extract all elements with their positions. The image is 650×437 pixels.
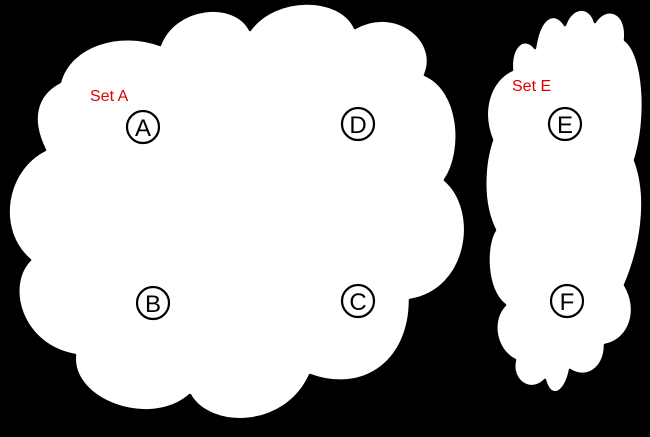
node-c: C [340, 283, 376, 319]
node-d-circle [340, 106, 376, 142]
node-f-circle [549, 283, 585, 319]
node-f-label: F [560, 289, 575, 316]
node-f: F [549, 283, 585, 319]
node-a-label: A [135, 115, 151, 142]
set-label-e: Set E [512, 78, 551, 95]
node-b-label: B [145, 291, 161, 318]
node-c-circle [340, 283, 376, 319]
node-e-label: E [557, 112, 573, 139]
node-a-circle [125, 109, 161, 145]
cloud-shape-set-e [484, 8, 645, 394]
node-b-circle [135, 285, 171, 321]
cloud-set-a [7, 2, 467, 421]
node-c-label: C [349, 289, 366, 316]
node-e-circle [547, 106, 583, 142]
node-d: D [340, 106, 376, 142]
cloud-shape-set-a [7, 2, 467, 421]
set-label-a: Set A [90, 88, 129, 105]
node-e: E [547, 106, 583, 142]
node-d-label: D [349, 112, 366, 139]
node-b: B [135, 285, 171, 321]
cloud-set-e [484, 8, 645, 394]
node-a: A [125, 109, 161, 145]
